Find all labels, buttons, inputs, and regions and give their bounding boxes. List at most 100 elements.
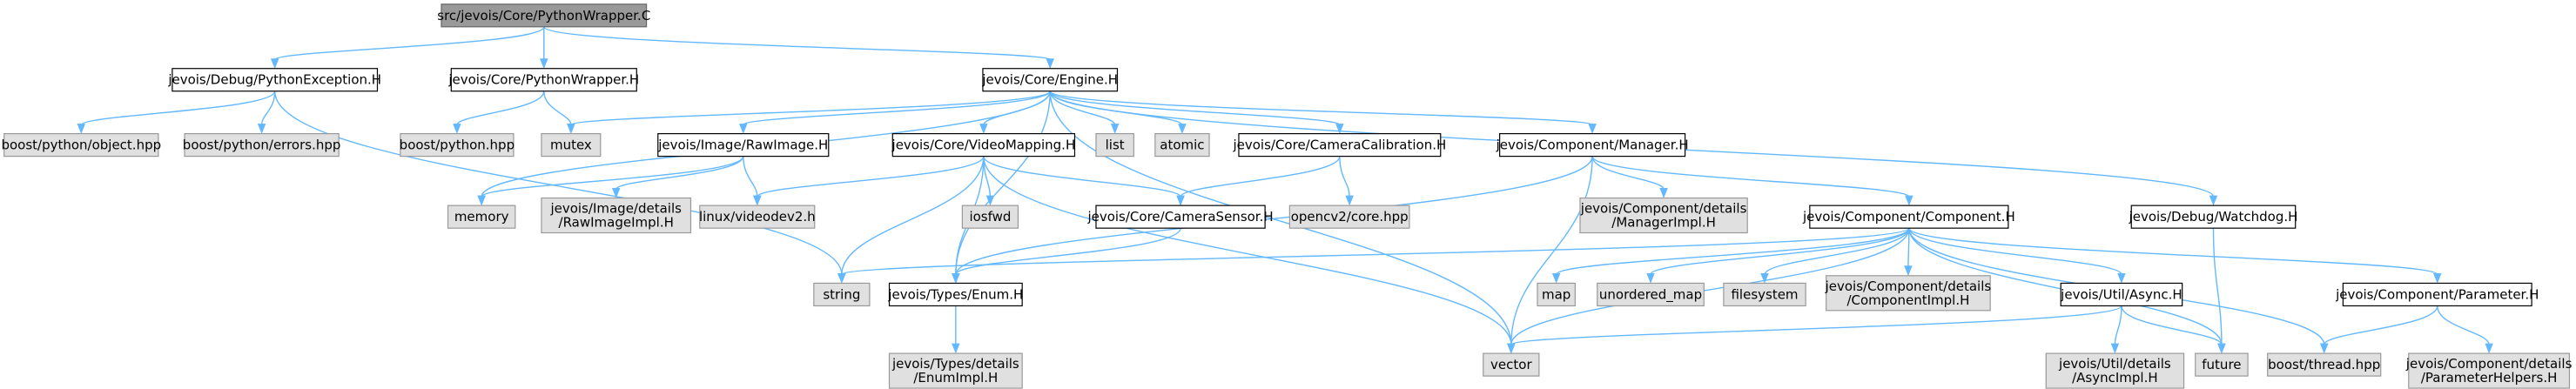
dependency-edge-component-umap <box>1646 227 1910 284</box>
node-box <box>1579 197 1748 234</box>
node-label: jevois/Types/details <box>891 356 1019 372</box>
node-label: /RawImageImpl.H <box>559 215 674 231</box>
dependency-edge-camcal-camsensor <box>1176 156 1341 206</box>
nodes-layer: src/jevois/Core/PythonWrapper.Cjevois/De… <box>1 3 2573 389</box>
node-pywrapH[interactable]: jevois/Core/PythonWrapper.H <box>447 68 639 92</box>
dependency-edge-component-filesystem <box>1760 227 1910 284</box>
node-umap: unordered_map <box>1597 282 1705 307</box>
node-label: jevois/Debug/Watchdog.H <box>2129 209 2298 225</box>
node-box <box>541 133 602 158</box>
node-camcal[interactable]: jevois/Core/CameraCalibration.H <box>1232 133 1446 158</box>
node-label: list <box>1106 137 1125 153</box>
dependency-edge-videomapping-videodev2 <box>753 156 985 206</box>
dependency-edge-rawimage-memory <box>477 156 744 206</box>
node-string: string <box>813 282 871 307</box>
node-rawimage[interactable]: jevois/Image/RawImage.H <box>657 133 830 158</box>
node-bperrors: boost/python/errors.hpp <box>183 133 341 158</box>
node-box <box>450 68 637 92</box>
node-label: jevois/Core/PythonWrapper.H <box>447 72 639 88</box>
node-box <box>172 68 379 92</box>
node-label: jevois/Component/Manager.H <box>1496 137 1689 153</box>
node-manager[interactable]: jevois/Component/Manager.H <box>1496 133 1689 158</box>
node-label: string <box>823 286 860 302</box>
node-asyncimpl: jevois/Util/details/AsyncImpl.H <box>2045 352 2185 389</box>
node-label: jevois/Util/Async.H <box>2060 286 2183 302</box>
node-future: future <box>2195 352 2249 377</box>
node-label: jevois/Component/Component.H <box>1802 209 2015 225</box>
dependency-edge-engine-mutex <box>567 91 1051 134</box>
dependency-edge-engine-camcal <box>1049 91 1344 134</box>
node-label: filesystem <box>1731 286 1798 302</box>
dependency-edge-root-pywrapH <box>540 26 548 70</box>
node-box <box>3 133 159 158</box>
dependency-edge-component-map <box>1551 227 1910 284</box>
edges-layer <box>77 26 2493 354</box>
node-box <box>1597 282 1705 307</box>
dependency-edge-parameter-paramhelpers <box>2437 305 2493 354</box>
node-box <box>1723 282 1806 307</box>
dependency-edge-component-compimpl <box>1904 228 1913 277</box>
node-camsensor[interactable]: jevois/Core/CameraSensor.H <box>1086 205 1274 229</box>
node-vector: vector <box>1483 352 1540 377</box>
node-label: boost/python/object.hpp <box>1 137 161 153</box>
node-box <box>441 3 648 28</box>
dependency-edge-videomapping-vector <box>983 156 1516 354</box>
node-box <box>2060 282 2183 307</box>
node-enumimpl: jevois/Types/details/EnumImpl.H <box>888 352 1023 389</box>
node-label: jevois/Core/Engine.H <box>981 72 1118 88</box>
node-rawimageimpl: jevois/Image/details/RawImageImpl.H <box>541 197 692 234</box>
node-label: iosfwd <box>969 209 1011 225</box>
node-enum[interactable]: jevois/Types/Enum.H <box>887 282 1023 307</box>
node-component[interactable]: jevois/Component/Component.H <box>1802 205 2015 229</box>
node-label: jevois/Component/Parameter.H <box>2335 286 2539 302</box>
node-pyexc[interactable]: jevois/Debug/PythonException.H <box>167 68 381 92</box>
node-videomapping[interactable]: jevois/Core/VideoMapping.H <box>891 133 1076 158</box>
dependency-edge-camsensor-enum <box>952 227 1181 284</box>
node-box <box>2195 352 2249 377</box>
node-bpython: boost/python.hpp <box>400 133 515 158</box>
node-label: jevois/Core/VideoMapping.H <box>891 137 1076 153</box>
node-label: jevois/Component/details <box>1825 278 1992 294</box>
node-engine[interactable]: jevois/Core/Engine.H <box>981 68 1119 92</box>
node-box <box>1499 133 1686 158</box>
dependency-edge-camcal-opencvcore <box>1339 156 1354 206</box>
node-async[interactable]: jevois/Util/Async.H <box>2060 282 2183 307</box>
node-box <box>1095 133 1134 158</box>
dependency-edge-component-async <box>1908 227 2126 284</box>
dependency-edge-async-vector <box>1507 305 2122 354</box>
node-label: /ComponentImpl.H <box>1846 292 1969 308</box>
node-box <box>2408 352 2571 389</box>
node-label: boost/thread.hpp <box>2268 357 2380 372</box>
node-label: jevois/Util/details <box>2058 356 2171 372</box>
node-parameter[interactable]: jevois/Component/Parameter.H <box>2335 282 2539 307</box>
node-box <box>982 68 1119 92</box>
node-label: jevois/Image/RawImage.H <box>657 137 828 153</box>
node-box <box>2342 282 2532 307</box>
node-box <box>888 282 1023 307</box>
node-label: jevois/Core/CameraSensor.H <box>1086 209 1273 225</box>
dependency-edge-component-string <box>837 227 1910 284</box>
node-box <box>813 282 871 307</box>
node-label: /EnumImpl.H <box>913 370 998 386</box>
node-bpobject: boost/python/object.hpp <box>1 133 161 158</box>
node-label: boost/python/errors.hpp <box>183 137 341 153</box>
node-watchdog[interactable]: jevois/Debug/Watchdog.H <box>2129 205 2298 229</box>
node-filesystem: filesystem <box>1723 282 1806 307</box>
node-managerimpl: jevois/Component/details/ManagerImpl.H <box>1579 197 1748 234</box>
node-label: /ManagerImpl.H <box>1611 215 1716 231</box>
dependency-edge-enum-enumimpl <box>952 305 960 354</box>
node-mutex: mutex <box>541 133 602 158</box>
dependency-edge-pyexc-bperrors <box>257 91 276 134</box>
dependency-edge-parameter-boostthread <box>2319 305 2438 354</box>
node-label: atomic <box>1160 137 1204 153</box>
node-label: jevois/Debug/PythonException.H <box>167 72 381 88</box>
node-box <box>1483 352 1540 377</box>
node-box <box>1238 133 1442 158</box>
node-box <box>184 133 340 158</box>
dependency-edge-engine-list <box>1049 91 1120 134</box>
node-label: jevois/Image/details <box>549 201 682 217</box>
dependency-edge-manager-component <box>1591 156 1914 206</box>
node-label: jevois/Types/Enum.H <box>887 286 1023 302</box>
node-box <box>1154 133 1210 158</box>
dependency-edge-root-engine <box>543 26 1054 70</box>
